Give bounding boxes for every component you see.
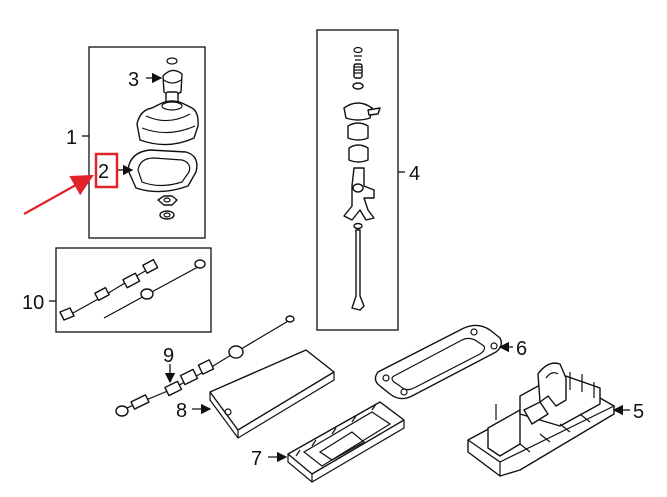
callout-1: 1 bbox=[66, 127, 77, 149]
callout-9: 9 bbox=[163, 345, 174, 367]
gasket-part-6 bbox=[374, 324, 513, 400]
nut-part bbox=[157, 195, 178, 220]
callout-2: 2 bbox=[98, 161, 109, 183]
group-box-10 bbox=[49, 247, 212, 333]
cover-plate-part-8 bbox=[192, 349, 335, 439]
shifter-housing-part-5 bbox=[467, 362, 630, 477]
highlight-arrow bbox=[23, 174, 94, 215]
callout-7: 7 bbox=[251, 448, 262, 470]
callout-10: 10 bbox=[22, 292, 44, 314]
group-box-4 bbox=[316, 29, 405, 331]
shift-knob-part-3 bbox=[162, 69, 183, 105]
callout-8: 8 bbox=[176, 400, 187, 422]
base-tray-part-7 bbox=[268, 401, 405, 483]
callout-3: 3 bbox=[128, 69, 139, 91]
cable-part-9 bbox=[115, 315, 295, 417]
group-box-1 bbox=[82, 46, 206, 239]
callout-4: 4 bbox=[409, 163, 420, 185]
highlight-box bbox=[94, 152, 119, 189]
callout-6: 6 bbox=[516, 338, 527, 360]
o-ring-part bbox=[166, 57, 178, 65]
shift-boot-part bbox=[136, 100, 199, 146]
callout-5: 5 bbox=[633, 401, 644, 423]
boot-frame-part-2 bbox=[127, 149, 198, 193]
